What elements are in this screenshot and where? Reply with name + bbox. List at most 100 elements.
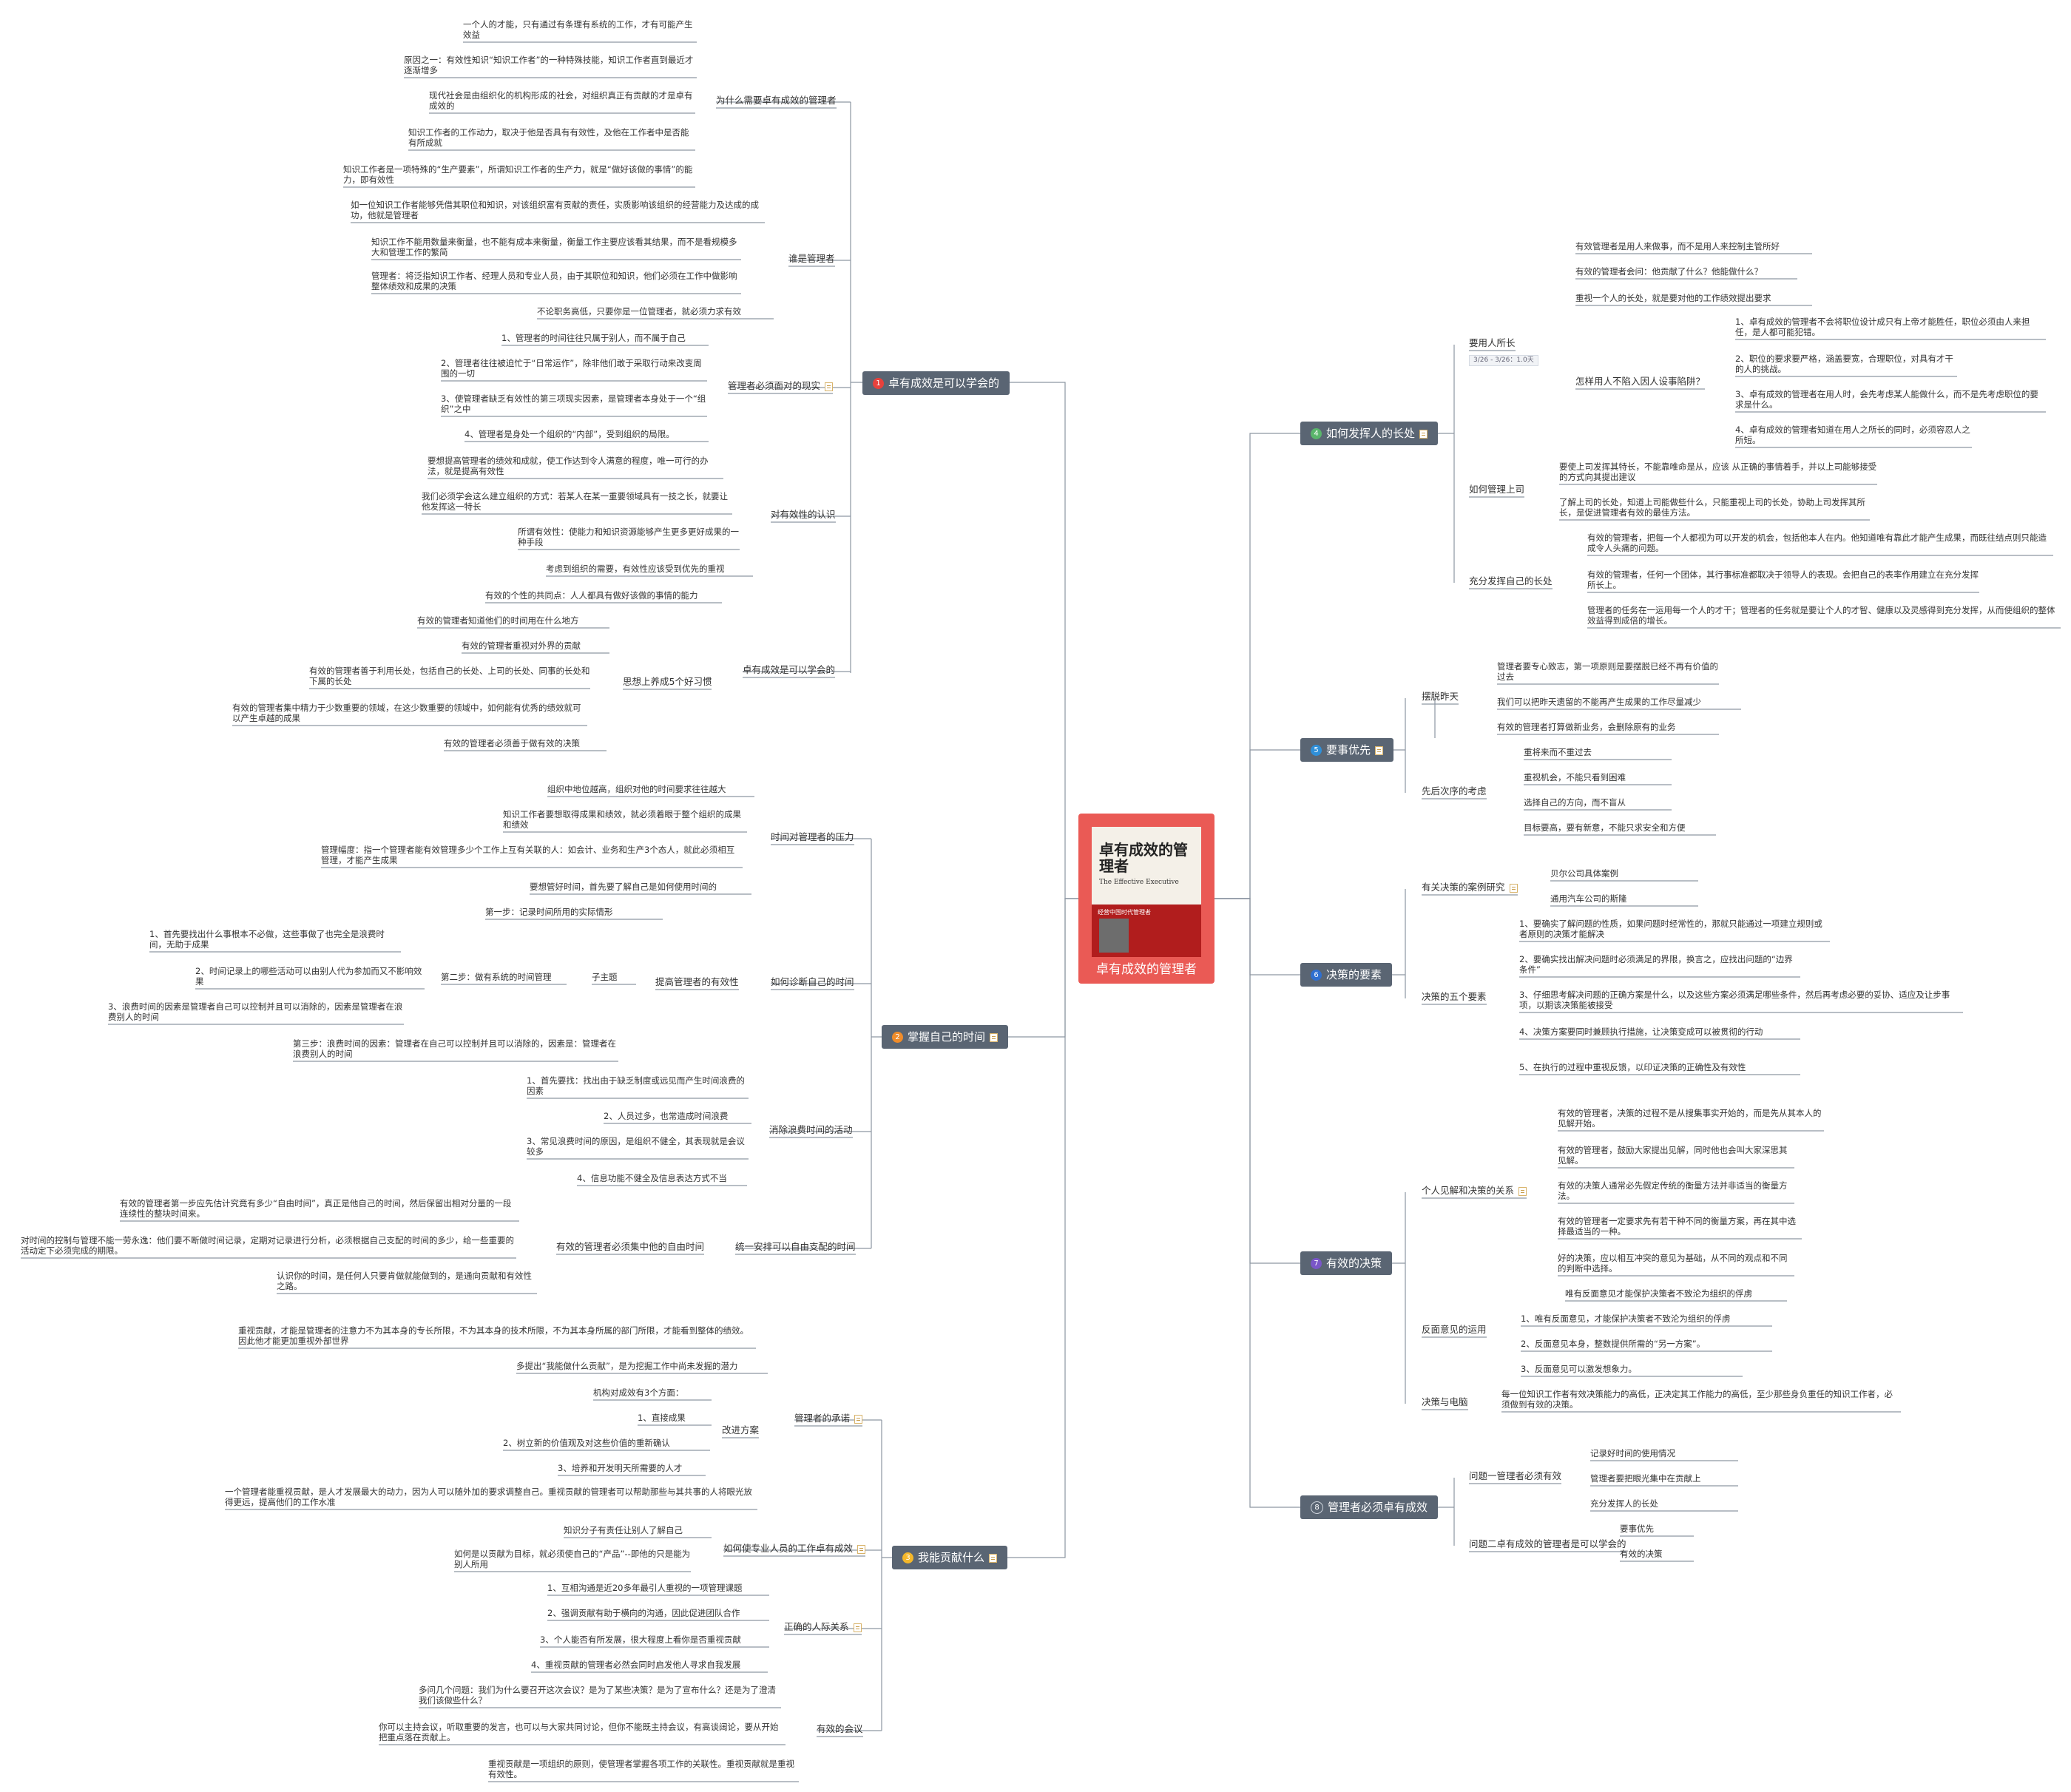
b6-s1-item[interactable]: 贝尔公司具体案例 <box>1550 868 1618 879</box>
b4-subtopic-3[interactable]: 充分发挥自己的长处 <box>1469 575 1553 586</box>
b6-s2-item[interactable]: 2、要确实找出解决问题时必须满足的界限，换言之，应找出问题的“边界条件” <box>1519 954 1793 975</box>
b4-s1-sub-item[interactable]: 4、卓有成效的管理者知道在用人之所长的同时，必须容忍人之所短。 <box>1735 425 1970 445</box>
b1-subtopic-3[interactable]: 管理者必须面对的现实 <box>728 380 834 391</box>
b1-subtopic-4[interactable]: 对有效性的认识 <box>771 509 836 520</box>
b2-s1-item[interactable]: 组织中地位越高，组织对他的时间要求往往越大 <box>547 784 726 794</box>
b2-s3-item[interactable]: 3、常见浪费时间的原因，是组织不健全，其表现就是会议较多 <box>527 1136 745 1157</box>
b1-s5-item[interactable]: 有效的管理者集中精力于少数重要的领域，在这少数重要的领域中，如何能有优秀的绩效就… <box>232 703 581 723</box>
b5-s2-item[interactable]: 目标要高，要有新意，不能只求安全和方便 <box>1524 822 1686 833</box>
b1-s1-item[interactable]: 知识工作者是一项特殊的“生产要素”，所谓知识工作者的生产力，就是“做好该做的事情… <box>343 164 693 185</box>
root-topic[interactable]: 卓有成效的管理者 The Effective Executive 经营中国时代管… <box>1078 814 1214 984</box>
b1-s2-item[interactable]: 知识工作不能用数量来衡量，也不能有成本来衡量，衡量工作主要应该看其结果，而不是看… <box>371 237 737 257</box>
b2-s1-item[interactable]: 知识工作者要想取得成果和绩效，就必须着眼于整个组织的成果和绩效 <box>503 809 741 830</box>
b1-s3-item[interactable]: 3、使管理者缺乏有效性的第三项现实因素，是管理者本身处于一个“组织”之中 <box>441 393 706 414</box>
b4-subtopic-2[interactable]: 如何管理上司 <box>1469 484 1525 495</box>
b7-s2-item[interactable]: 2、反面意见本身，整数提供所需的“另一方案”。 <box>1521 1339 1706 1349</box>
b4-s3-item[interactable]: 有效的管理者，把每一个人都视为可以开发的机会，包括他本人在内。他知道唯有靠此才能… <box>1587 532 2047 553</box>
b6-s2-item[interactable]: 5、在执行的过程中重视反馈，以印证决策的正确性及有效性 <box>1519 1062 1746 1072</box>
b3-subtopic-1[interactable]: 管理者的承诺 <box>794 1413 863 1424</box>
b3-s3-item[interactable]: 3、个人能否有所发展，很大程度上看你是否重视贡献 <box>540 1634 741 1645</box>
b4-s1-sub-item[interactable]: 2、职位的要求要严格，涵盖要宽，合理职位，对具有才干的人的挑战。 <box>1735 354 1953 374</box>
b3-s3-item[interactable]: 2、强调贡献有助于横向的沟通，因此促进团队合作 <box>547 1608 740 1618</box>
b2-subtopic-3[interactable]: 消除浪费时间的活动 <box>769 1124 853 1135</box>
b6-s2-item[interactable]: 1、要确实了解问题的性质，如果问题时经常性的，那就只能通过一项建立规则或者原则的… <box>1519 919 1822 939</box>
b4-s1-sub-item[interactable]: 3、卓有成效的管理者在用人时，会先考虑某人能做什么，而不是先考虑职位的要求是什么… <box>1735 389 2038 410</box>
b2-s2-a[interactable]: 提高管理者的有效性 <box>655 976 739 987</box>
b4-s1-item[interactable]: 有效的管理者会问：他贡献了什么？他能做什么？ <box>1575 266 1763 277</box>
b1-s4-item[interactable]: 所谓有效性：使能力和知识资源能够产生更多更好成果的一种手段 <box>518 527 739 547</box>
b8-s2-item[interactable]: 有效的决策 <box>1620 1549 1663 1559</box>
b1-s2-item[interactable]: 不论职务高低，只要你是一位管理者，就必须力求有效 <box>537 306 741 317</box>
b3-s2-item[interactable]: 知识分子有责任让别人了解自己 <box>564 1525 683 1535</box>
b4-s3-item[interactable]: 有效的管理者，任何一个团体，其行事标准都取决于领导人的表现。会把自己的表率作用建… <box>1587 569 1979 590</box>
b7-s1-item[interactable]: 好的决策，应以相互冲突的意见为基础，从不同的观点和不同的判断中选择。 <box>1558 1253 1788 1274</box>
b1-s4-item[interactable]: 我们必须学会这么建立组织的方式：若某人在某一重要领域具有一技之长，就要让他发挥这… <box>422 491 728 512</box>
b2-s1-item[interactable]: 要想管好时间，首先要了解自己是如何使用时间的 <box>530 882 717 892</box>
b1-s4-item[interactable]: 要想提高管理者的绩效和成就，使工作达到令人满意的程度，唯一可行的办法，就是提高有… <box>428 456 709 476</box>
b1-subtopic-5[interactable]: 卓有成效是可以学会的 <box>743 664 836 675</box>
b1-s5-item[interactable]: 有效的管理者重视对外界的贡献 <box>462 640 581 651</box>
b4-s3-item[interactable]: 管理者的任务在一运用每一个人的才干；管理者的任务就是要让个人的才智、健康以及灵感… <box>1587 605 2055 626</box>
b4-s1-item[interactable]: 重视一个人的长处，就是要对他的工作绩效提出要求 <box>1575 293 1771 303</box>
b1-s5-item[interactable]: 有效的管理者知道他们的时间用在什么地方 <box>417 615 579 626</box>
b1-subtopic-1[interactable]: 为什么需要卓有成效的管理者 <box>716 95 837 106</box>
b3-s1-b[interactable]: 改进方案 <box>722 1424 760 1436</box>
b2-subtopic-1[interactable]: 时间对管理者的压力 <box>771 831 854 842</box>
b3-s1-b-item[interactable]: 3、培养和开发明天所需要的人才 <box>558 1463 683 1473</box>
b5-s1-item[interactable]: 有效的管理者打算做新业务，会删除原有的业务 <box>1497 722 1676 732</box>
b2-s4-item[interactable]: 认识你的时间，是任何人只要肯做就能做到的，是通向贡献和有效性之路。 <box>277 1271 532 1291</box>
b1-s4-item[interactable]: 考虑到组织的需要，有效性应该受到优先的重视 <box>546 564 725 574</box>
b1-s5-item[interactable]: 有效的管理者必须善于做有效的决策 <box>444 738 580 748</box>
b1-s2-item[interactable]: 如一位知识工作者能够凭借其职位和知识，对该组织富有贡献的责任，实质影响该组织的经… <box>351 200 759 220</box>
b7-subtopic-1[interactable]: 个人见解和决策的关系 <box>1422 1185 1527 1196</box>
b3-s2-item[interactable]: 如何是以贡献为目标，就必须使自己的“产品”--即他的只是能为别人所用 <box>454 1549 691 1569</box>
b1-s1-item[interactable]: 现代社会是由组织化的机构形成的社会，对组织真正有贡献的才是卓有成效的 <box>429 90 693 111</box>
b3-s4-item[interactable]: 你可以主持会议，听取重要的发言，也可以与大家共同讨论，但你不能既主持会议，有高谈… <box>379 1722 779 1742</box>
b2-step2-item[interactable]: 2、时间记录上的哪些活动可以由别人代为参加而又不影响效果 <box>195 966 422 987</box>
b7-s1-item[interactable]: 有效的管理者一定要求先有若干种不同的衡量方案，再在其中选择最适当的一种。 <box>1558 1216 1796 1237</box>
b3-s1-b-item[interactable]: 机构对成效有3个方面： <box>593 1387 684 1398</box>
b3-s4-item[interactable]: 多问几个问题：我们为什么要召开这次会议？是为了某些决策？是为了宣布什么？还是为了… <box>419 1685 776 1705</box>
b3-s1-b-item[interactable]: 2、树立新的价值观及对这些价值的重新确认 <box>503 1438 670 1448</box>
b1-s3-item[interactable]: 2、管理者往往被迫忙于“日常运作”，除非他们敢于采取行动来改变周围的一切 <box>441 358 702 379</box>
b7-s1-item[interactable]: 有效的管理者，鼓励大家提出见解，同时他也会叫大家深思其见解。 <box>1558 1145 1788 1166</box>
b3-s1-c[interactable]: 一个管理者能重视贡献，是人才发展最大的动力，因为人可以随外加的要求调整自己。重视… <box>225 1487 752 1507</box>
b1-s2-item[interactable]: 管理者：将泛指知识工作者、经理人员和专业人员，由于其职位和知识，他们必须在工作中… <box>371 271 737 291</box>
b2-s2-sub[interactable]: 子主题 <box>592 972 618 982</box>
b6-s2-item[interactable]: 3、仔细思考解决问题的正确方案是什么，以及这些方案必须满足哪些条件，然后再考虑必… <box>1519 990 1950 1010</box>
b2-step2-item[interactable]: 1、首先要找出什么事根本不必做，这些事做了也完全是浪费时间，无助于成果 <box>149 929 385 950</box>
b2-s2-step3[interactable]: 第三步：浪费时间的因素：管理者在自己可以控制并且可以消除的，因素是：管理者在浪费… <box>293 1038 616 1059</box>
b5-s1-item[interactable]: 管理者要专心致志，第一项原则是要摆脱已经不再有价值的过去 <box>1497 661 1718 682</box>
b7-s2-item[interactable]: 1、唯有反面意见，才能保护决策者不致沦为组织的俘虏 <box>1521 1313 1731 1324</box>
b8-subtopic-2[interactable]: 问题二卓有成效的管理者是可以学会的 <box>1469 1538 1626 1549</box>
b1-s3-item[interactable]: 1、管理者的时间往往只属于别人，而不属于自己 <box>501 333 686 343</box>
b3-s3-item[interactable]: 1、互相沟通是近20多年最引人重视的一项管理课题 <box>547 1583 743 1593</box>
b5-subtopic-2[interactable]: 先后次序的考虑 <box>1422 785 1487 797</box>
b3-s1-b-item[interactable]: 1、直接成果 <box>638 1413 686 1423</box>
b2-s2-step2[interactable]: 第二步：做有系统的时间管理 <box>441 972 552 982</box>
b2-s4-item[interactable]: 有效的管理者第一步应先估计究竟有多少“自由时间”，真正是他自己的时间，然后保留出… <box>120 1198 512 1219</box>
b7-s3-item[interactable]: 每一位知识工作者有效决策能力的高低，正决定其工作能力的高低，至少那些身负重任的知… <box>1501 1389 1893 1410</box>
b5-s2-item[interactable]: 选择自己的方向，而不盲从 <box>1524 797 1626 808</box>
b4-s1-sub-item[interactable]: 1、卓有成效的管理者不会将职位设计成只有上帝才能胜任，职位必须由人来担任，是人都… <box>1735 317 2030 337</box>
b3-s4-item[interactable]: 重视贡献是一项组织的原则，使管理者掌握各项工作的关联性。重视贡献就是重视有效性。 <box>488 1759 794 1779</box>
b2-s2-step1[interactable]: 第一步：记录时间所用的实际情形 <box>485 907 613 917</box>
b6-s1-item[interactable]: 通用汽车公司的斯隆 <box>1550 893 1627 904</box>
b7-s1-item[interactable]: 有效的管理者，决策的过程不是从搜集事实开始的，而是先从其本人的见解开始。 <box>1558 1108 1822 1129</box>
b8-s1-item[interactable]: 记录好时间的使用情况 <box>1590 1448 1675 1458</box>
b2-step2-item[interactable]: 3、浪费时间的因素是管理者自己可以控制并且可以消除的，因素是管理者在浪费别人的时… <box>108 1001 403 1022</box>
b8-s1-item[interactable]: 管理者要把眼光集中在贡献上 <box>1590 1473 1701 1484</box>
b2-subtopic-4[interactable]: 统一安排可以自由支配的时间 <box>735 1241 856 1252</box>
b7-s2-item[interactable]: 唯有反面意见才能保护决策者不致沦为组织的俘虏 <box>1565 1288 1752 1299</box>
b2-s4-item[interactable]: 对时间的控制与管理不能一劳永逸：他们要不断做时间记录，定期对记录进行分析，必须根… <box>21 1235 514 1256</box>
b1-s5-b[interactable]: 思想上养成5个好习惯 <box>623 676 712 687</box>
b8-subtopic-1[interactable]: 问题一管理者必须有效 <box>1469 1470 1562 1481</box>
b4-subtopic-1[interactable]: 要用人所长 <box>1469 337 1516 348</box>
b8-s1-item[interactable]: 充分发挥人的长处 <box>1590 1498 1658 1509</box>
b6-subtopic-1[interactable]: 有关决策的案例研究 <box>1422 882 1518 893</box>
